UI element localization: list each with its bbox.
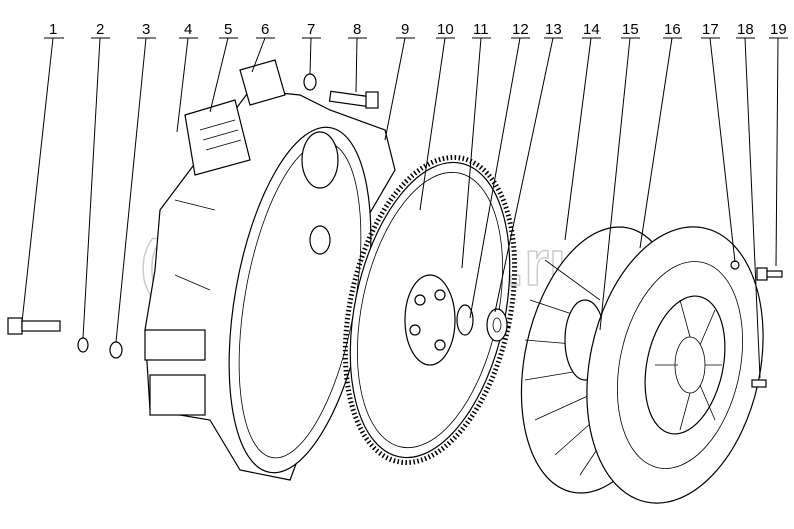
- callout-16: 16: [664, 21, 681, 38]
- callout-18: 18: [737, 21, 754, 38]
- callout-14: 14: [583, 21, 600, 38]
- callout-19: 19: [770, 21, 787, 38]
- callout-1: 1: [49, 21, 57, 38]
- callout-8: 8: [353, 21, 361, 38]
- washer-3: [109, 341, 123, 359]
- pilot-bearing: [486, 308, 508, 342]
- callout-15: 15: [622, 21, 639, 38]
- washer-2: [77, 337, 89, 353]
- callout-7: 7: [307, 21, 315, 38]
- callout-17: 17: [702, 21, 719, 38]
- callout-9: 9: [401, 21, 409, 38]
- callout-3: 3: [142, 21, 150, 38]
- bolt-1: [7, 317, 61, 335]
- leader-lines: [21, 37, 788, 379]
- callout-11: 11: [473, 21, 489, 38]
- callout-2: 2: [96, 21, 104, 38]
- callout-5: 5: [224, 21, 232, 38]
- flywheel-housing: [144, 59, 396, 481]
- callout-labels: 1 2 3 4 5 6 7 8 9 10 11 12 13 14 15 16 1…: [49, 21, 787, 38]
- callout-10: 10: [437, 21, 454, 38]
- washer-7: [303, 73, 317, 91]
- callout-4: 4: [184, 21, 192, 38]
- callout-13: 13: [545, 21, 562, 38]
- nut-17: [730, 260, 740, 270]
- bolt-8: [328, 90, 379, 109]
- callout-12: 12: [512, 21, 529, 38]
- bolt-18: [751, 379, 767, 388]
- pressure-plate: [586, 226, 764, 504]
- callout-6: 6: [261, 21, 269, 38]
- bolt-19: [756, 267, 783, 281]
